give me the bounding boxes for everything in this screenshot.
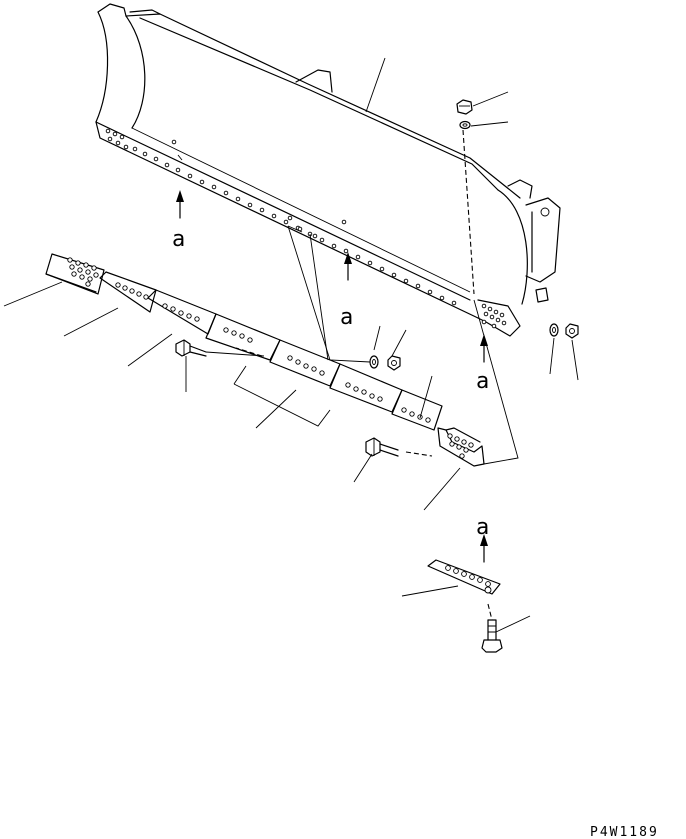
cutting-edge-segment-6 bbox=[391, 389, 443, 431]
nut-right bbox=[565, 323, 579, 339]
cutting-edge-segment-1 bbox=[99, 271, 157, 313]
dozer-blade bbox=[95, 3, 561, 337]
detail-plate bbox=[427, 559, 501, 595]
right-end-bit bbox=[437, 427, 485, 467]
washer-right bbox=[549, 323, 559, 337]
cutting-edge-row bbox=[45, 253, 485, 467]
bolt-right bbox=[365, 437, 399, 457]
view-arrow-1 bbox=[176, 190, 184, 219]
view-label-a-2: a bbox=[340, 305, 353, 330]
view-arrow-4 bbox=[480, 534, 488, 563]
cutting-edge-segment-2 bbox=[147, 289, 217, 335]
nut-top bbox=[456, 99, 473, 115]
washer-top bbox=[459, 120, 471, 130]
view-arrow-2 bbox=[344, 252, 352, 281]
view-label-a-4: a bbox=[476, 515, 489, 540]
assembly-lines bbox=[205, 129, 519, 621]
washer-mid bbox=[369, 355, 379, 369]
cutting-edge-segment-5 bbox=[329, 363, 403, 413]
cutting-edge-segment-4 bbox=[269, 339, 341, 387]
drawing-code: P4W1189 bbox=[590, 825, 659, 839]
bolt-detail bbox=[481, 619, 503, 653]
left-end-bit bbox=[45, 253, 105, 295]
bolt-left bbox=[175, 339, 207, 357]
leader-lines bbox=[3, 57, 579, 633]
nut-mid bbox=[387, 355, 401, 371]
view-label-a-1: a bbox=[172, 227, 185, 252]
view-arrow-3 bbox=[480, 334, 488, 363]
view-label-a-3: a bbox=[476, 369, 489, 394]
blade-holes bbox=[105, 128, 507, 329]
